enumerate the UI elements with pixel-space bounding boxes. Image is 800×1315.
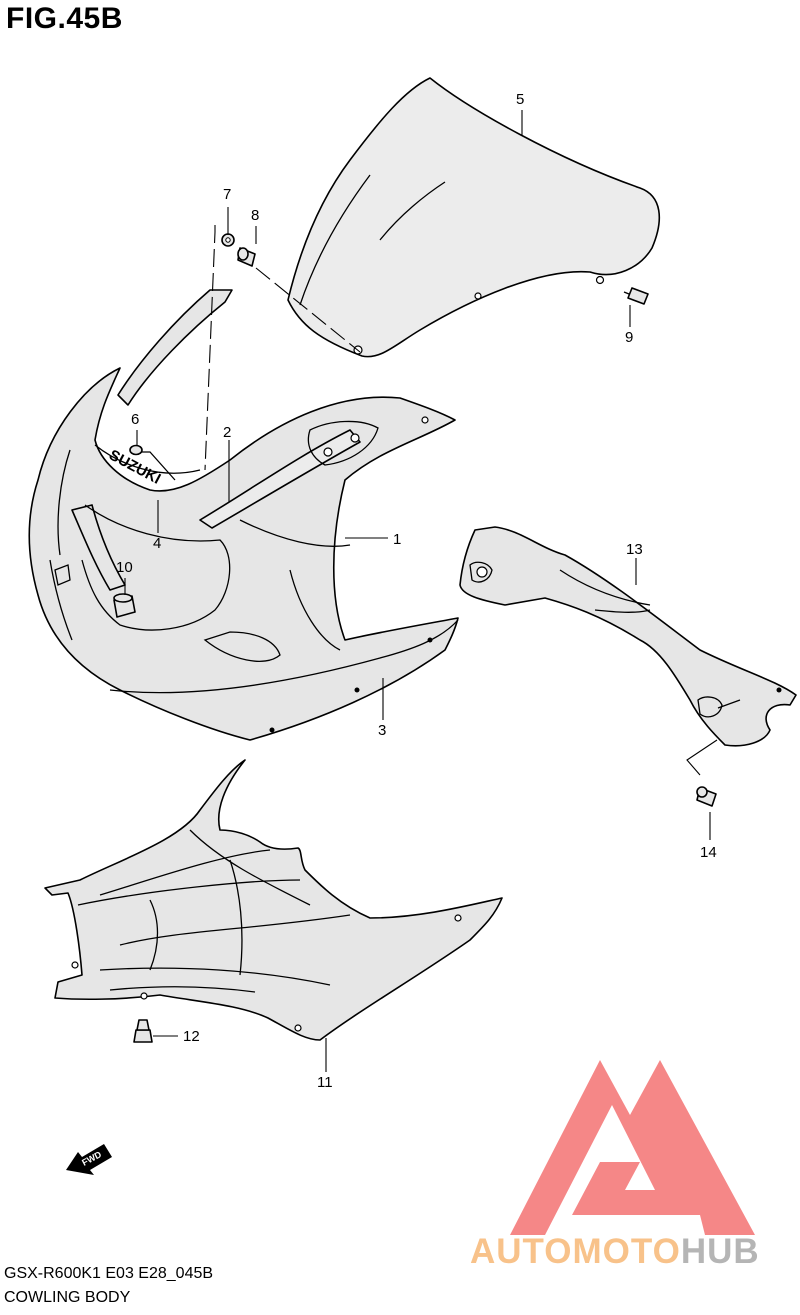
- upper-cowling[interactable]: [28, 289, 459, 741]
- callout-labels: 5 7 8 9 6 2 4 1 10 3 13 14 12 11: [116, 91, 717, 1091]
- watermark-part2: HUB: [680, 1232, 760, 1271]
- callout-9: 9: [625, 329, 633, 346]
- watermark-text: AUTOMOTOHUB: [470, 1232, 760, 1272]
- screw-6[interactable]: [129, 444, 176, 481]
- leader-lines: [124, 110, 718, 1072]
- under-cowling[interactable]: [44, 759, 503, 1041]
- callout-2: 2: [223, 424, 231, 441]
- callout-4: 4: [153, 535, 161, 552]
- screw-14[interactable]: [696, 786, 717, 807]
- figure-name: COWLING BODY: [4, 1289, 131, 1306]
- inner-panel[interactable]: [459, 526, 797, 747]
- callout-6: 6: [131, 411, 139, 428]
- watermark-part1: AUTOMOTO: [470, 1232, 681, 1271]
- bolt-8[interactable]: [237, 247, 256, 267]
- callout-12: 12: [183, 1028, 200, 1045]
- lower-cowling-edge[interactable]: [109, 619, 459, 733]
- screw-9[interactable]: [623, 287, 649, 305]
- callout-7: 7: [223, 186, 231, 203]
- windscreen[interactable]: [287, 77, 660, 358]
- callout-5: 5: [516, 91, 524, 108]
- callout-10: 10: [116, 559, 133, 576]
- grommet-10[interactable]: [113, 593, 136, 618]
- callout-11: 11: [317, 1074, 333, 1091]
- callout-8: 8: [251, 207, 259, 224]
- automotohub-logo-icon: [510, 1060, 755, 1235]
- nut-7[interactable]: [221, 233, 235, 247]
- clip-12[interactable]: [133, 1019, 153, 1043]
- callout-3: 3: [378, 722, 386, 739]
- callout-1: 1: [393, 531, 401, 548]
- figure-code: GSX-R600K1 E03 E28_045B: [4, 1265, 214, 1282]
- callout-13: 13: [626, 541, 643, 558]
- fwd-arrow-icon: FWD: [66, 1144, 112, 1175]
- callout-14: 14: [700, 844, 717, 861]
- figure-title: FIG.45B: [6, 2, 123, 35]
